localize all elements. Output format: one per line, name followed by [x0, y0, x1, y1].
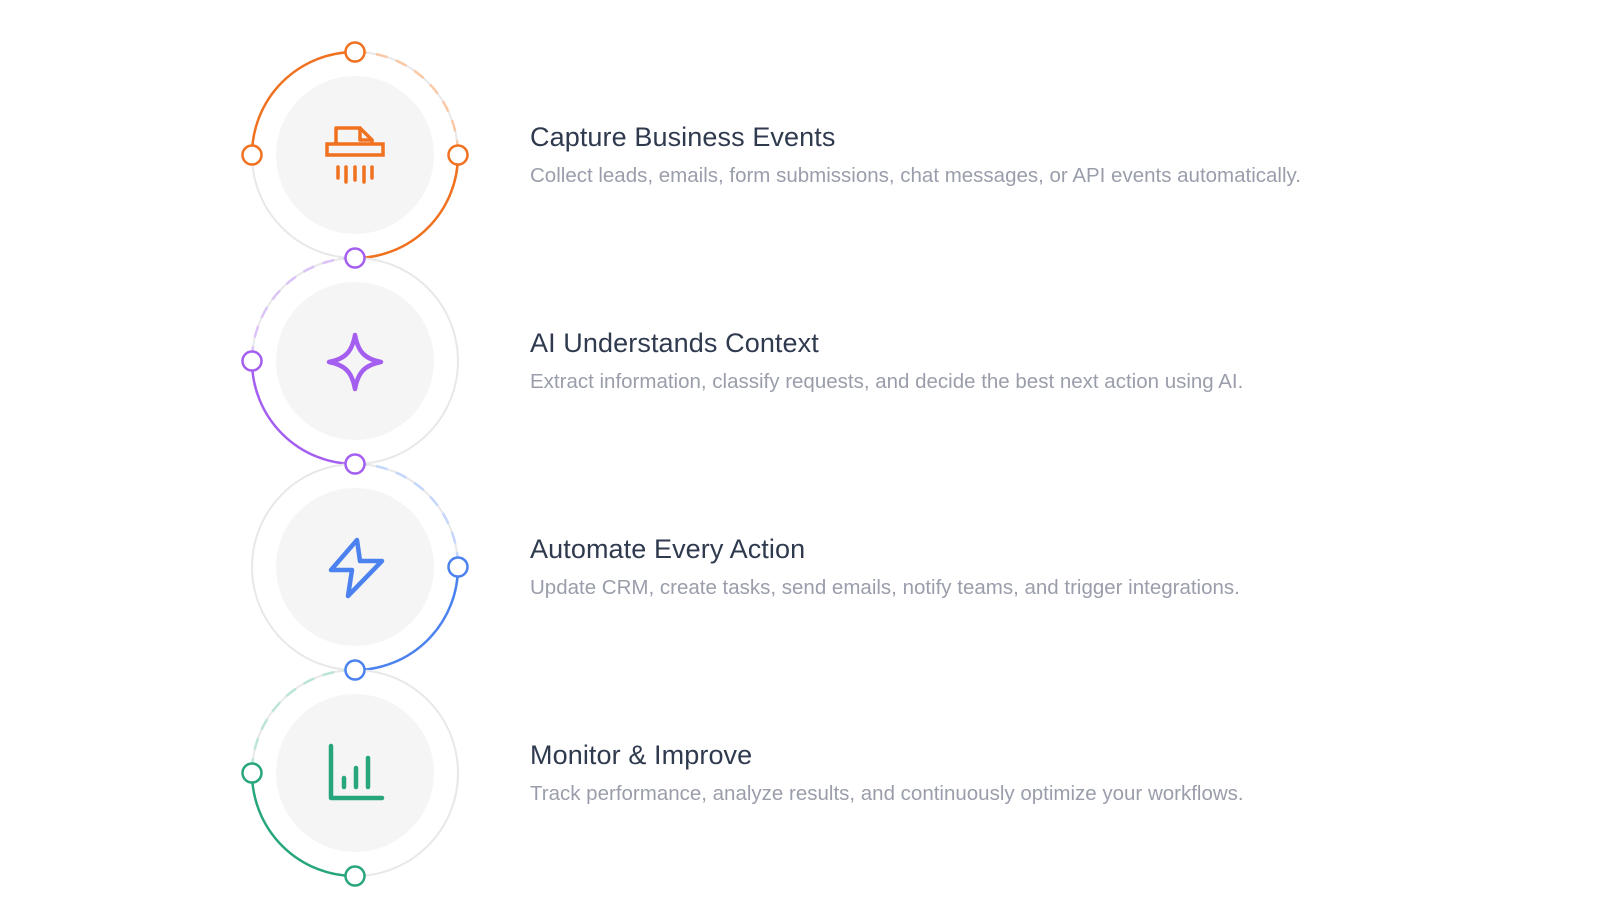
- lightning-bolt-icon: [328, 537, 385, 599]
- step-3-dashed-arc: [354, 462, 460, 568]
- step-title: Monitor & Improve: [530, 740, 753, 770]
- connector-node: [344, 247, 366, 269]
- connector-node: [344, 453, 366, 475]
- step-1-text: Capture Business Events Collect leads, e…: [530, 120, 1550, 190]
- connector-node: [241, 144, 263, 166]
- step-2-dashed-arc: [250, 256, 356, 362]
- bar-chart-icon: [328, 743, 385, 801]
- step-4-dashed-arc: [250, 668, 356, 774]
- connector-node: [447, 144, 469, 166]
- step-4-solid-arc: [250, 772, 356, 878]
- step-3-icon-disc: [276, 488, 434, 646]
- step-1-dashed-arc: [354, 50, 460, 156]
- connector-node: [447, 556, 469, 578]
- connector-node: [241, 762, 263, 784]
- step-description: Extract information, classify requests, …: [530, 370, 1244, 393]
- step-3-text: Automate Every Action Update CRM, create…: [530, 532, 1550, 602]
- step-3-solid-arc: [354, 566, 460, 672]
- step-2-text: AI Understands Context Extract informati…: [530, 326, 1550, 396]
- step-description: Collect leads, emails, form submissions,…: [530, 164, 1301, 187]
- step-2-solid-arc: [250, 360, 356, 466]
- step-title: Automate Every Action: [530, 534, 806, 564]
- connector-node: [344, 659, 366, 681]
- step-2-icon-disc: [276, 282, 434, 440]
- step-2-node: [241, 256, 459, 466]
- connector-node: [344, 41, 366, 63]
- connector-node: [241, 350, 263, 372]
- sparkle-icon: [326, 332, 384, 392]
- step-title: Capture Business Events: [530, 122, 836, 152]
- step-1-solid-arc: [250, 50, 356, 156]
- step-description: Update CRM, create tasks, send emails, n…: [530, 576, 1240, 599]
- step-description: Track performance, analyze results, and …: [530, 782, 1244, 805]
- step-3-node: [251, 462, 469, 672]
- step-4-node: [241, 668, 459, 887]
- file-shredder-icon: [325, 126, 385, 184]
- step-title: AI Understands Context: [530, 328, 819, 358]
- step-1-node: [241, 41, 469, 260]
- step-4-text: Monitor & Improve Track performance, ana…: [530, 738, 1550, 808]
- connector-node: [344, 865, 366, 887]
- step-1-solid-arc: [354, 154, 460, 260]
